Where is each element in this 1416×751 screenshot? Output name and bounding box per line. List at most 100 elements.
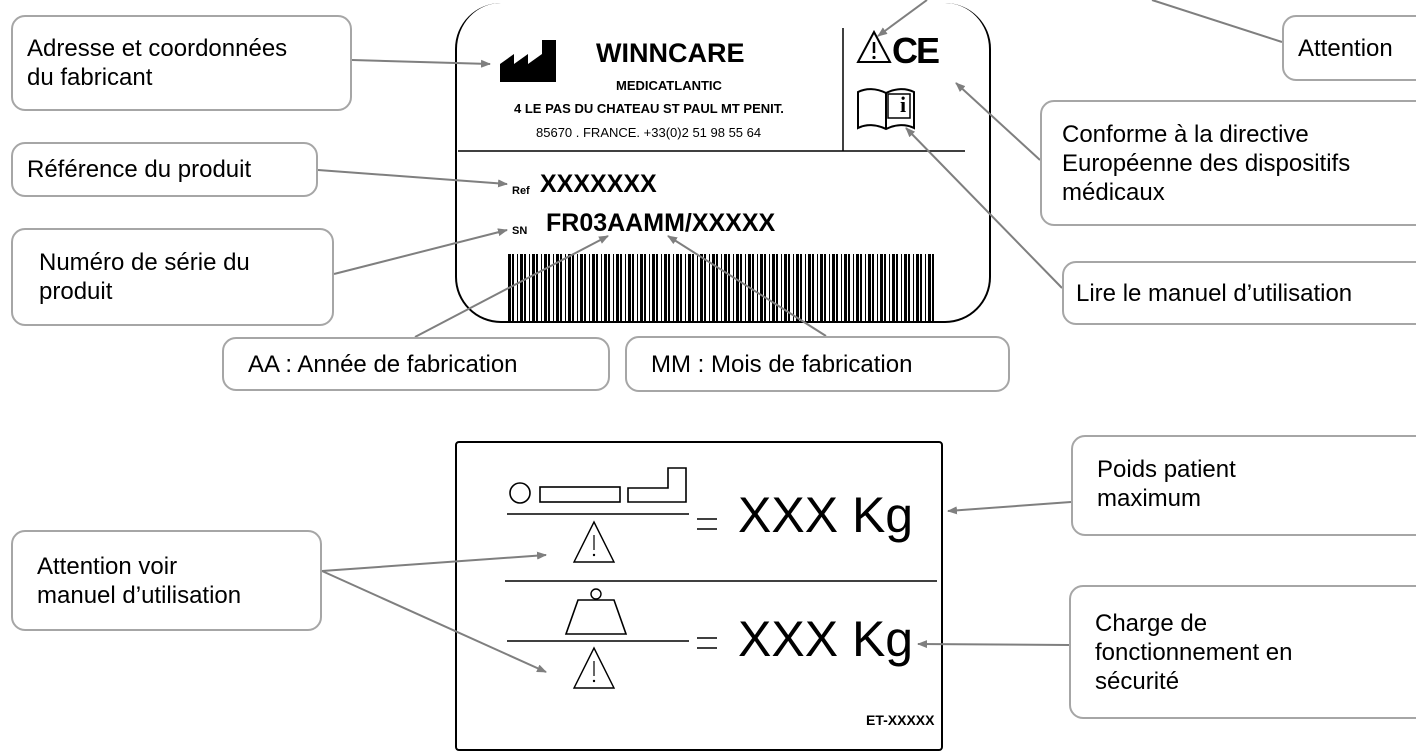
barcode-bar bbox=[733, 254, 734, 322]
barcode-bar bbox=[896, 254, 898, 322]
barcode-bar bbox=[772, 254, 775, 322]
barcode-bar bbox=[836, 254, 838, 322]
barcode-bar bbox=[736, 254, 739, 322]
barcode-bar bbox=[592, 254, 595, 322]
info-glyph: i bbox=[900, 92, 907, 117]
barcode-bar bbox=[776, 254, 778, 322]
barcode-bar bbox=[752, 254, 754, 322]
barcode-bar bbox=[841, 254, 842, 322]
callout-reference: Référence du produit bbox=[11, 142, 318, 197]
barcode-bar bbox=[812, 254, 814, 322]
barcode-bar bbox=[608, 254, 610, 322]
callout-ce-conformity: Conforme à la directive Européenne des d… bbox=[1040, 100, 1416, 226]
max-patient-weight: XXX Kg bbox=[738, 487, 914, 543]
barcode-bar bbox=[805, 254, 806, 322]
barcode-bar bbox=[536, 254, 538, 322]
barcode-bar bbox=[601, 254, 602, 322]
barcode-bar bbox=[796, 254, 799, 322]
callout-month: MM : Mois de fabrication bbox=[625, 336, 1010, 392]
address-line-1: 4 LE PAS DU CHATEAU ST PAUL MT PENIT. bbox=[514, 101, 784, 116]
barcode-bar bbox=[844, 254, 847, 322]
barcode-bar bbox=[856, 254, 859, 322]
barcode-bar bbox=[616, 254, 619, 322]
barcode-bar bbox=[781, 254, 782, 322]
barcode-bar bbox=[793, 254, 794, 322]
barcode-bar bbox=[580, 254, 583, 322]
barcode-bar bbox=[928, 254, 931, 322]
manual-book-icon bbox=[857, 88, 915, 131]
company-name: MEDICATLANTIC bbox=[616, 78, 722, 93]
barcode-bar bbox=[757, 254, 758, 322]
safe-working-load: XXX Kg bbox=[738, 611, 914, 667]
barcode-bar bbox=[724, 254, 727, 322]
ce-mark-icon: CE bbox=[892, 30, 940, 71]
barcode-bar bbox=[652, 254, 655, 322]
brand-name: WINNCARE bbox=[596, 38, 745, 68]
warning-triangle-icon bbox=[856, 30, 892, 63]
barcode-bar bbox=[760, 254, 763, 322]
factory-icon bbox=[500, 40, 556, 82]
barcode-bar bbox=[769, 254, 770, 322]
barcode-bar bbox=[565, 254, 566, 322]
barcode-bar bbox=[712, 254, 715, 322]
barcode-bar bbox=[541, 254, 542, 322]
barcode-bar bbox=[716, 254, 718, 322]
barcode-bar bbox=[932, 254, 934, 322]
warning-triangle-icon bbox=[572, 520, 616, 563]
barcode-bar bbox=[668, 254, 670, 322]
barcode-bar bbox=[553, 254, 554, 322]
barcode-bar bbox=[784, 254, 787, 322]
barcode-bar bbox=[560, 254, 562, 322]
barcode-bar bbox=[872, 254, 874, 322]
barcode-bar bbox=[596, 254, 598, 322]
ref-value: XXXXXXX bbox=[540, 170, 657, 198]
barcode-bar bbox=[673, 254, 674, 322]
barcode-bar bbox=[824, 254, 826, 322]
barcode-bar bbox=[613, 254, 614, 322]
barcode-bar bbox=[520, 254, 523, 322]
barcode-bar bbox=[688, 254, 691, 322]
callout-read-manual: Lire le manuel d’utilisation bbox=[1062, 261, 1416, 325]
barcode-bar bbox=[916, 254, 919, 322]
barcode-bar bbox=[697, 254, 698, 322]
barcode-bar bbox=[904, 254, 907, 322]
barcode-bar bbox=[628, 254, 631, 322]
barcode-bar bbox=[800, 254, 802, 322]
barcode-bar bbox=[728, 254, 730, 322]
barcode-bar bbox=[848, 254, 850, 322]
rating-label bbox=[455, 441, 943, 751]
barcode-bar bbox=[512, 254, 514, 322]
barcode-bar bbox=[808, 254, 811, 322]
barcode-bar bbox=[532, 254, 535, 322]
barcode-bar bbox=[556, 254, 559, 322]
barcode-bar bbox=[517, 254, 518, 322]
barcode-bar bbox=[829, 254, 830, 322]
barcode-bar bbox=[880, 254, 883, 322]
warning-triangle-icon bbox=[572, 646, 616, 689]
barcode-bar bbox=[692, 254, 694, 322]
barcode-bar bbox=[925, 254, 926, 322]
barcode-bar bbox=[685, 254, 686, 322]
barcode-bar bbox=[865, 254, 866, 322]
barcode-bar bbox=[604, 254, 607, 322]
barcode-bar bbox=[704, 254, 706, 322]
barcode-bar bbox=[640, 254, 643, 322]
barcode-bar bbox=[913, 254, 914, 322]
barcode-bar bbox=[680, 254, 682, 322]
barcode-bar bbox=[700, 254, 703, 322]
sn-value: FR03AAMM/XXXXX bbox=[546, 209, 776, 237]
barcode-bar bbox=[661, 254, 662, 322]
barcode-bar bbox=[656, 254, 658, 322]
barcode-bar bbox=[721, 254, 722, 322]
ref-prefix: Ref bbox=[512, 185, 530, 197]
barcode-bar bbox=[860, 254, 862, 322]
bed-icon bbox=[509, 467, 687, 504]
barcode-bar bbox=[868, 254, 871, 322]
barcode-bar bbox=[544, 254, 547, 322]
barcode-bar bbox=[745, 254, 746, 322]
barcode-bar bbox=[584, 254, 586, 322]
barcode-bar bbox=[764, 254, 766, 322]
callout-attention: Attention bbox=[1282, 15, 1416, 81]
